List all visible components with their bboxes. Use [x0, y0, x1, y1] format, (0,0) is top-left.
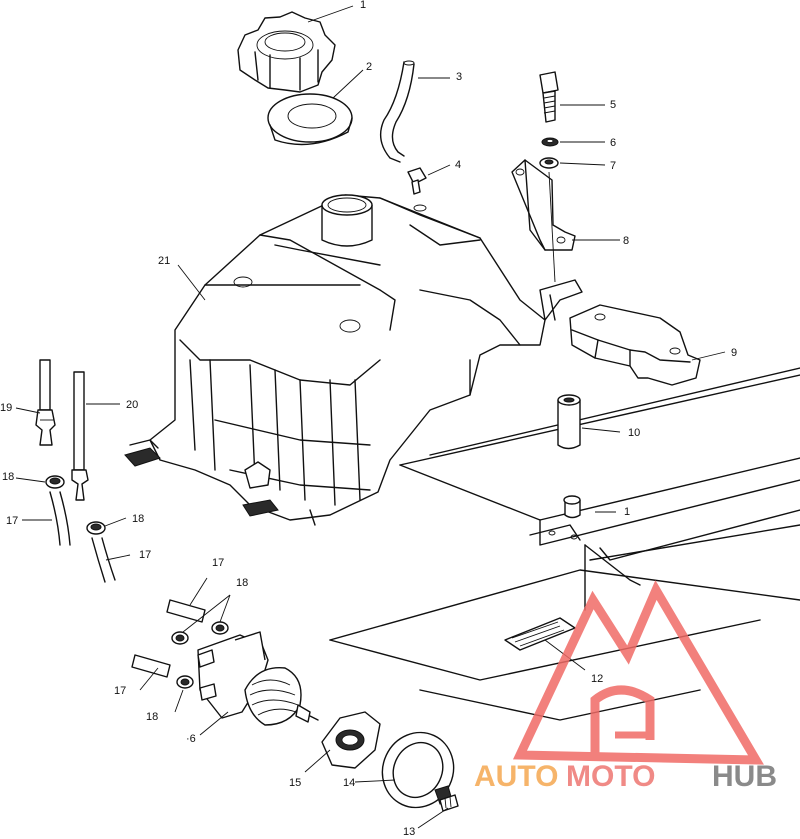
mounting-block [569, 304, 701, 386]
callout-18b: 18 [132, 513, 144, 525]
hose-left-lower [91, 537, 116, 583]
flat-washer [539, 157, 559, 169]
callout-8: 8 [623, 235, 629, 247]
callout-9: 9 [731, 347, 737, 359]
bracket [511, 159, 576, 283]
callout-20: 20 [126, 399, 138, 411]
callout-10: 10 [628, 427, 640, 439]
callout-19: 19 [0, 402, 12, 414]
callout-12: 12 [591, 673, 603, 685]
callout-16: ·6 [186, 733, 196, 745]
vent-fitting [407, 167, 427, 195]
callout-labels: 1 2 3 4 5 6 7 8 9 10 1 12 13 14 15 ·6 17… [0, 0, 737, 838]
bushing [563, 495, 581, 519]
callout-17a: 17 [6, 515, 18, 527]
logo-triangle-outer [512, 580, 764, 765]
vent-hose [379, 60, 415, 163]
callout-6: 6 [610, 137, 616, 149]
clamp-left-upper [45, 475, 65, 489]
logo-word-hub: HUB [712, 760, 777, 793]
vent-line [71, 371, 89, 501]
clamp-left-lower [86, 521, 106, 535]
frame-rails [329, 367, 800, 721]
vent-filter [35, 359, 56, 446]
hose-left-upper [49, 491, 71, 546]
lock-nut [321, 711, 381, 769]
callout-13: 13 [403, 826, 415, 838]
spacer-sleeve [557, 394, 581, 450]
callout-5: 5 [610, 99, 616, 111]
callout-18d: 18 [146, 711, 158, 723]
callout-1: 1 [360, 0, 366, 11]
logo-word-auto: AUTO [474, 760, 558, 793]
tank-ring [381, 731, 455, 809]
fuel-cap [237, 11, 336, 93]
callout-17c: 17 [212, 557, 224, 569]
watermark-text: AUTO MOTO HUB [474, 760, 777, 793]
clamp-pump-b [211, 621, 229, 635]
hose-pump-lower [131, 654, 171, 678]
callout-2: 2 [366, 61, 372, 73]
callout-7: 7 [610, 160, 616, 172]
callout-14: 14 [343, 777, 355, 789]
callout-17d: 17 [114, 685, 126, 697]
callout-17b: 17 [139, 549, 151, 561]
fuel-tank [124, 194, 583, 526]
hose-pump-upper [166, 599, 206, 623]
screw [439, 794, 459, 812]
callout-21: 21 [158, 255, 170, 267]
gasket [267, 93, 353, 146]
callout-11: 1 [624, 506, 630, 518]
callout-3: 3 [456, 71, 462, 83]
callout-15: 15 [289, 777, 301, 789]
bolt [539, 71, 559, 123]
watermark-logo [512, 580, 764, 765]
callout-18a: 18 [2, 471, 14, 483]
clamp-pump-c [176, 675, 194, 689]
logo-word-moto: MOTO [566, 760, 655, 793]
logo-triangle-inner [590, 685, 655, 758]
lock-washer [541, 137, 559, 147]
clamp-pump-a [171, 631, 189, 645]
callout-4: 4 [455, 159, 461, 171]
leader-lines [15, 5, 726, 829]
fuel-pump [197, 631, 319, 726]
callout-18c: 18 [236, 577, 248, 589]
